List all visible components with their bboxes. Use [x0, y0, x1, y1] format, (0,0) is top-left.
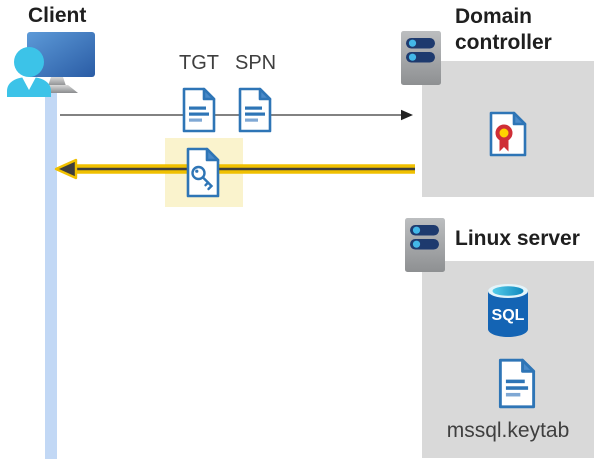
spn-label: SPN	[235, 52, 277, 74]
tgt-label: TGT	[179, 52, 219, 74]
service-ticket-key-document-icon	[186, 147, 220, 198]
client-workstation-icon	[7, 32, 95, 97]
certificate-icon	[489, 111, 527, 157]
domain-controller-server-icon	[401, 31, 441, 85]
keytab-document-icon	[498, 358, 536, 409]
client-label: Client	[28, 4, 87, 27]
client-timeline-bar	[45, 92, 57, 459]
tgt-document-icon	[182, 87, 216, 133]
request-arrow-icon	[60, 109, 413, 121]
keytab-label: mssql.keytab	[446, 419, 570, 442]
response-arrow-icon	[54, 158, 415, 180]
sql-icon-text: SQL	[492, 307, 525, 324]
linux-server-icon	[405, 218, 445, 272]
sql-database-icon: SQL	[488, 284, 528, 337]
domain-controller-label: Domain controller	[455, 5, 552, 54]
linux-server-label: Linux server	[455, 227, 580, 250]
spn-document-icon	[238, 87, 272, 133]
